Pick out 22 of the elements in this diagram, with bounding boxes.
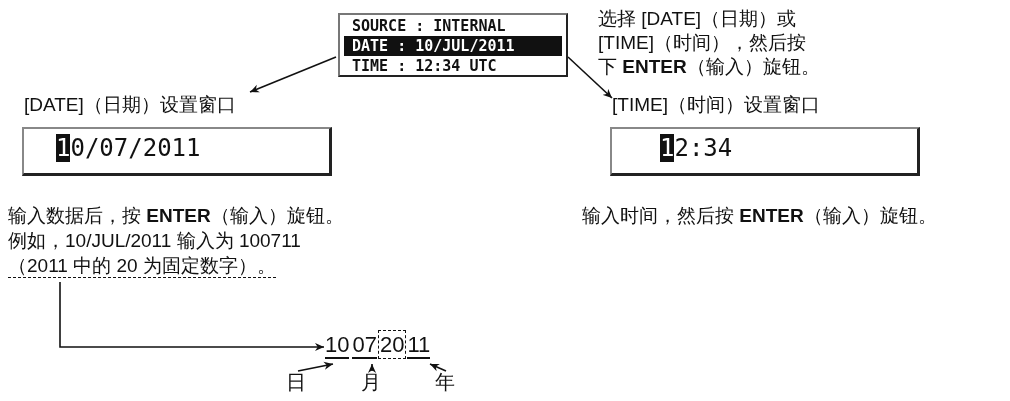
instruction-text: 选择 [DATE]（日期）或[TIME]（时间），然后按下 ENTER（输入）旋钮。 (598, 7, 820, 79)
display-value: 12:34 (660, 133, 733, 163)
instruction-text: 例如，10/JUL/2011 输入为 100711 (8, 229, 301, 252)
note-text: （2011 中的 20 为固定数字）。 (8, 254, 276, 278)
window-title: [DATE]（日期）设置窗口 (24, 93, 236, 117)
arrow (367, 363, 377, 373)
arrow (429, 363, 447, 372)
menu-line: TIME : 12:34 UTC (351, 56, 498, 76)
window-title: [TIME]（时间）设置窗口 (612, 93, 820, 117)
entry-digits: 10072011 (325, 331, 449, 363)
field-label: 月 (361, 371, 383, 395)
instruction-text: 输入时间，然后按 ENTER（输入）旋钮。 (582, 204, 937, 227)
arrow (249, 56, 337, 93)
arrow (297, 361, 334, 372)
arrow (59, 281, 325, 352)
display-value: 10/07/2011 (56, 133, 201, 163)
arrow (567, 56, 613, 99)
menu-screen (338, 13, 568, 77)
field-label: 年 (435, 371, 457, 395)
menu-line: SOURCE : INTERNAL (351, 16, 507, 36)
field-label: 日 (286, 371, 308, 395)
instruction-text: 输入数据后，按 ENTER（输入）旋钮。 (8, 204, 344, 227)
